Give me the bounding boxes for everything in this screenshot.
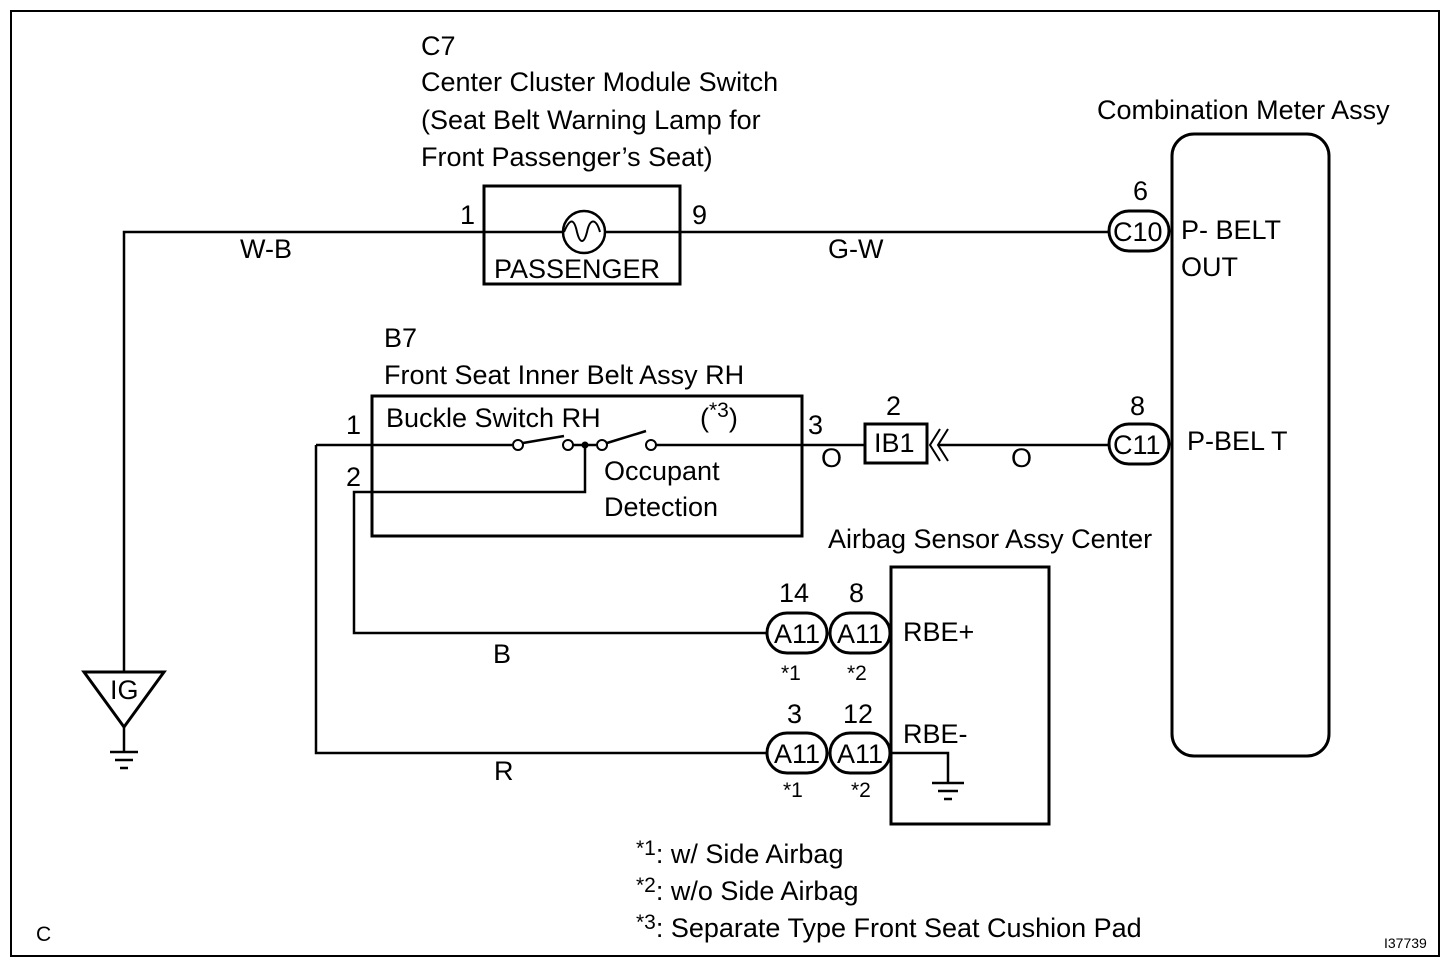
b7-pin-3: 3 [808, 410, 823, 440]
wire-w-b [122, 230, 484, 680]
ig-power-source-triangle [81, 670, 167, 730]
b7-code: B7 [384, 323, 417, 353]
c10-connector-label: C10 [1113, 217, 1163, 247]
wire-label-o-left: O [821, 443, 842, 473]
ig-label: IG [110, 675, 139, 705]
meter-title: Combination Meter Assy [1097, 95, 1390, 125]
a11-connector-plus-b [828, 611, 892, 655]
a11-connector-minus-b [828, 731, 892, 775]
figure-id: I37739 [1384, 935, 1427, 951]
c7-code: C7 [421, 31, 456, 61]
wire-label-g-w: G-W [828, 234, 884, 264]
b7-pin-2: 2 [346, 462, 361, 492]
c10-signal-line1: P- BELT [1181, 215, 1281, 245]
rbe-minus-ground-wire [891, 751, 950, 782]
a11-connector-minus-a [765, 731, 829, 775]
occupant-detection-line2: Detection [604, 492, 718, 522]
c7-passenger-label: PASSENGER [494, 254, 660, 284]
note-ref-3: (*3) [700, 399, 738, 433]
ib1-pin-number: 2 [886, 391, 901, 421]
minus-mark-1: *1 [783, 779, 803, 802]
b7-belt-box [370, 394, 804, 538]
wire-r [314, 445, 767, 755]
c7-pin-9: 9 [692, 200, 707, 230]
c11-signal: P-BEL T [1187, 426, 1288, 456]
occupant-switch-contact-a [596, 439, 608, 451]
c7-module-box [482, 184, 682, 286]
minus-mark-2: *2 [851, 779, 871, 802]
c7-desc-line1: (Seat Belt Warning Lamp for [421, 105, 761, 135]
rbe-minus-label: RBE- [903, 719, 968, 749]
a11-minus-a-label: A11 [774, 739, 820, 769]
wire-label-w-b: W-B [240, 234, 292, 264]
ground-icon [932, 781, 964, 801]
buckle-switch-blade [522, 434, 565, 445]
c11-connector-label: C11 [1113, 430, 1161, 460]
a11-connector-plus-a [765, 611, 829, 655]
wire-b [352, 445, 767, 635]
wire-label-r: R [494, 756, 514, 786]
c10-connector [1107, 209, 1171, 253]
note-1: *1: w/ Side Airbag [636, 837, 843, 869]
airbag-sensor-box [889, 565, 1051, 826]
c10-signal-line2: OUT [1181, 252, 1238, 282]
diagram-frame [10, 10, 1440, 957]
rbe-plus-label: RBE+ [903, 617, 974, 647]
corner-label-c: C [36, 923, 51, 946]
a11-plus-pin-8: 8 [849, 578, 864, 608]
a11-minus-pin-12: 12 [843, 699, 873, 729]
c10-pin-number: 6 [1133, 176, 1148, 206]
ib1-connector-label: IB1 [874, 428, 915, 458]
airbag-title: Airbag Sensor Assy Center [828, 524, 1152, 554]
ib1-junction-chevron-icon [928, 428, 949, 462]
ig-ground-icon [110, 750, 138, 770]
a11-plus-a-label: A11 [774, 619, 820, 649]
b7-pin-1: 1 [346, 410, 361, 440]
c7-name: Center Cluster Module Switch [421, 67, 778, 97]
a11-plus-b-label: A11 [837, 619, 883, 649]
plus-mark-2: *2 [847, 662, 867, 685]
note-2: *2: w/o Side Airbag [636, 874, 858, 906]
c7-desc-line2: Front Passenger’s Seat) [421, 142, 713, 172]
a11-minus-pin-3: 3 [787, 699, 802, 729]
note-3: *3: Separate Type Front Seat Cushion Pad [636, 911, 1142, 943]
wire-label-o-right: O [1011, 443, 1032, 473]
buckle-switch-contact-a [512, 439, 524, 451]
c11-pin-number: 8 [1130, 391, 1145, 421]
a11-plus-pin-14: 14 [779, 578, 809, 608]
b7-name: Front Seat Inner Belt Assy RH [384, 360, 744, 390]
buckle-switch-label: Buckle Switch RH [386, 403, 601, 433]
a11-minus-b-label: A11 [837, 739, 883, 769]
combination-meter-box [1170, 132, 1331, 758]
ib1-connector [863, 422, 929, 465]
plus-mark-1: *1 [781, 662, 801, 685]
c7-pin-1: 1 [460, 200, 475, 230]
occupant-switch-blade [606, 429, 647, 445]
occupant-detection-line1: Occupant [604, 456, 720, 486]
wire-label-b: B [493, 639, 511, 669]
